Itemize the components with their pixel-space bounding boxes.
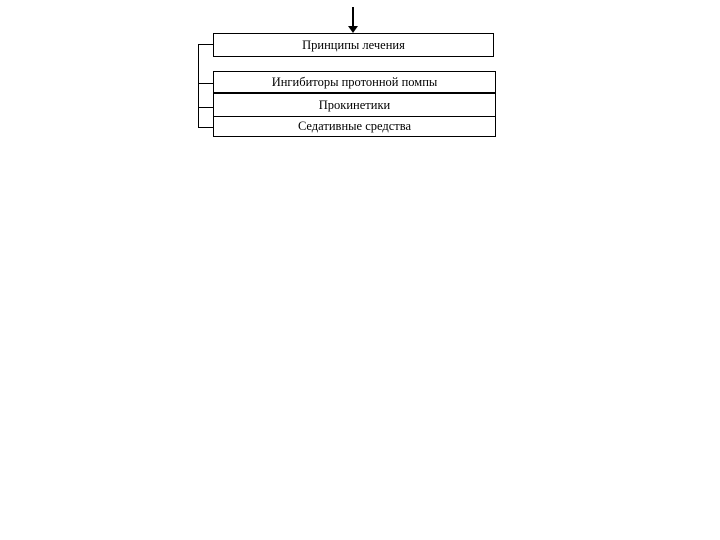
treatment-item-row: Ингибиторы протонной помпы [214,72,495,94]
treatment-item-label: Седативные средства [297,119,412,134]
bracket-stub-title [198,44,213,45]
principles-box-label: Принципы лечения [302,37,405,52]
bracket-stub-item-2 [198,127,213,128]
treatment-item-row: Прокинетики [214,94,495,117]
principles-box: Принципы лечения [213,33,494,57]
treatment-item-row: Седативные средства [214,117,495,136]
bracket-stub-item-1 [198,107,213,108]
treatment-group-box: Ингибиторы протонной помпы Прокинетики С… [213,71,496,137]
bracket-vertical-line [198,44,199,128]
arrow-shaft [352,7,354,27]
treatment-item-label: Прокинетики [318,97,391,112]
treatment-item-label: Ингибиторы протонной помпы [271,74,438,89]
arrow-head [348,26,358,33]
bracket-stub-item-0 [198,83,213,84]
